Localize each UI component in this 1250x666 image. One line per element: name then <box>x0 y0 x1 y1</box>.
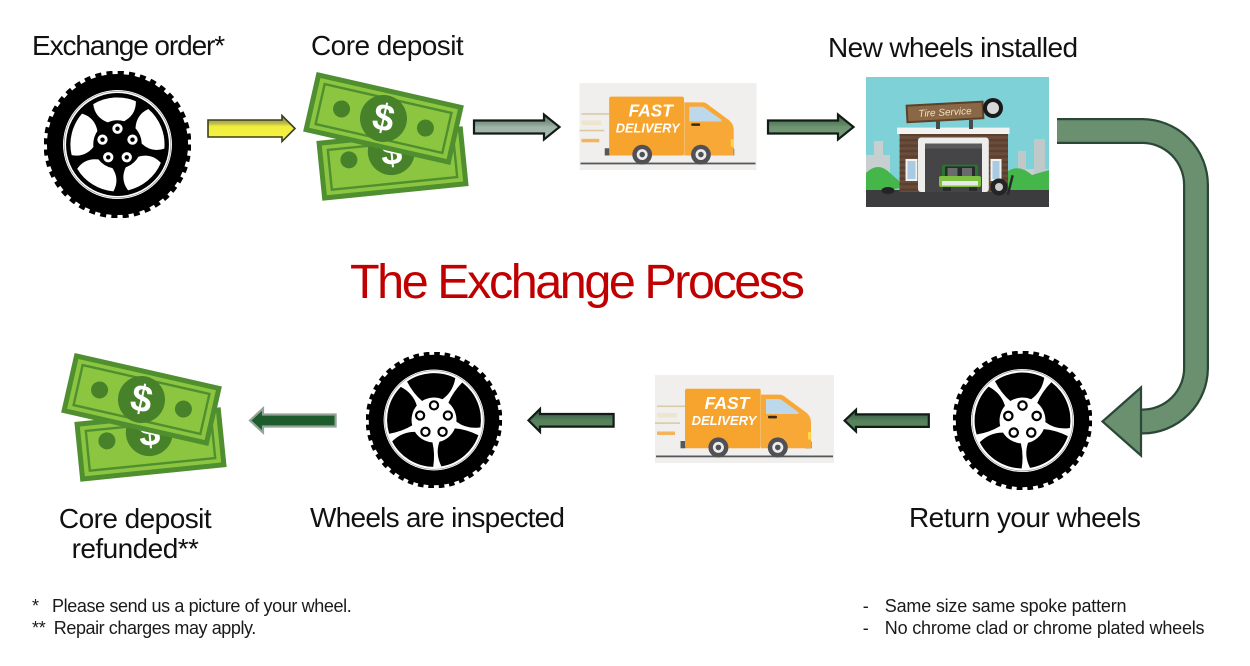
svg-text:FAST: FAST <box>705 393 751 413</box>
svg-text:DELIVERY: DELIVERY <box>692 413 758 428</box>
svg-text:DELIVERY: DELIVERY <box>616 120 681 135</box>
svg-text:FAST: FAST <box>629 100 675 120</box>
svg-text:Tire Service: Tire Service <box>918 106 972 120</box>
